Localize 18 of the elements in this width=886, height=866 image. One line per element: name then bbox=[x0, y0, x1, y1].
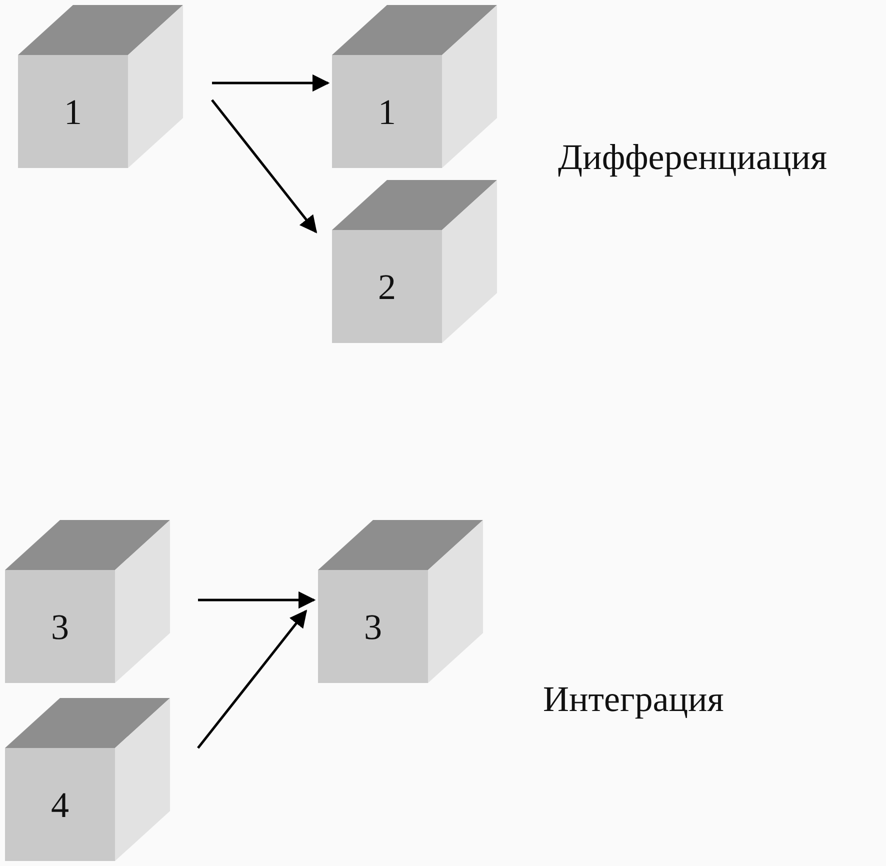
cube bbox=[332, 180, 497, 343]
arrow bbox=[198, 591, 316, 609]
cube bbox=[332, 5, 497, 168]
cube bbox=[18, 5, 183, 168]
cube bbox=[318, 520, 483, 683]
cube-number: 3 bbox=[50, 606, 70, 648]
process-label: Дифференциация bbox=[558, 136, 828, 178]
cube bbox=[5, 698, 170, 861]
arrow bbox=[211, 99, 318, 234]
cube-number: 1 bbox=[377, 90, 397, 134]
arrow bbox=[212, 74, 330, 92]
cube-number: 1 bbox=[63, 90, 83, 134]
cube-number: 2 bbox=[377, 266, 397, 308]
arrow bbox=[197, 610, 308, 749]
cube bbox=[5, 520, 170, 683]
process-label: Интеграция bbox=[543, 678, 724, 720]
cube-number: 4 bbox=[50, 784, 70, 826]
cube-number: 3 bbox=[363, 606, 383, 648]
